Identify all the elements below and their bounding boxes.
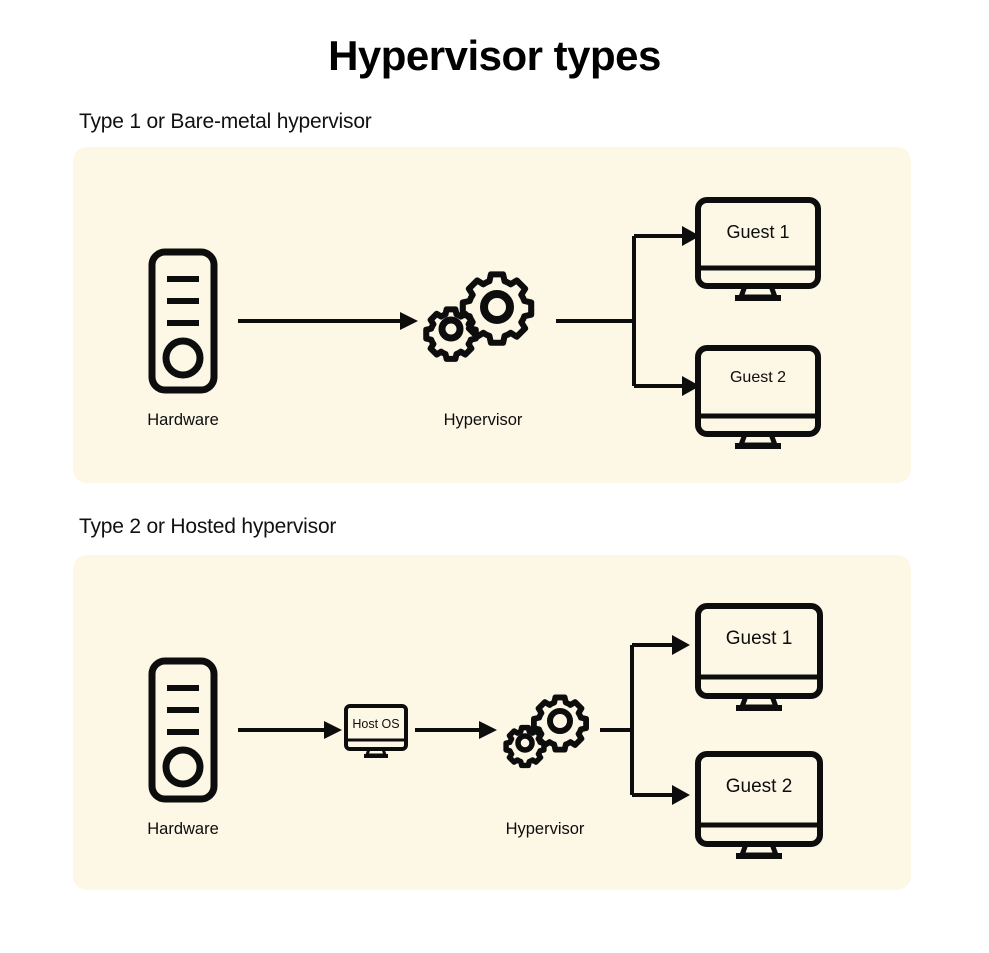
- page-title: Hypervisor types: [328, 32, 661, 79]
- screen-label-guest-1-type-2: Guest 1: [725, 628, 793, 649]
- section-label-type-2: Type 2 or Hosted hypervisor: [79, 515, 337, 538]
- monitor-icon-guest-1-type-2: [695, 603, 823, 711]
- screen-label-guest-1-type-1: Guest 1: [726, 222, 790, 242]
- node-label-hardware-2: Hardware: [147, 820, 219, 838]
- server-tower-icon: [148, 248, 218, 394]
- branch-connector-1: [556, 226, 700, 416]
- arrow-hardware-to-hypervisor-1: [238, 310, 418, 332]
- node-label-hypervisor-1: Hypervisor: [443, 411, 523, 429]
- arrow-hardware-to-host-os: [238, 719, 342, 741]
- gears-icon: [421, 268, 543, 372]
- node-label-hardware-1: Hardware: [147, 411, 219, 429]
- server-tower-icon: [148, 657, 218, 803]
- monitor-icon-guest-2-type-1: [695, 345, 821, 449]
- screen-label-guest-2-type-1: Guest 2: [729, 369, 787, 386]
- arrow-host-os-to-hypervisor: [415, 719, 497, 741]
- branch-connector-2: [600, 635, 690, 825]
- screen-label-host-os: Host OS: [352, 717, 400, 731]
- monitor-icon-guest-2-type-2: [695, 751, 823, 859]
- gears-icon: [503, 694, 593, 778]
- monitor-icon-host-os: [344, 704, 408, 758]
- section-label-type-1: Type 1 or Bare-metal hypervisor: [79, 110, 372, 133]
- monitor-icon-guest-1-type-1: [695, 197, 821, 301]
- screen-label-guest-2-type-2: Guest 2: [725, 776, 793, 797]
- node-label-hypervisor-2: Hypervisor: [505, 820, 585, 838]
